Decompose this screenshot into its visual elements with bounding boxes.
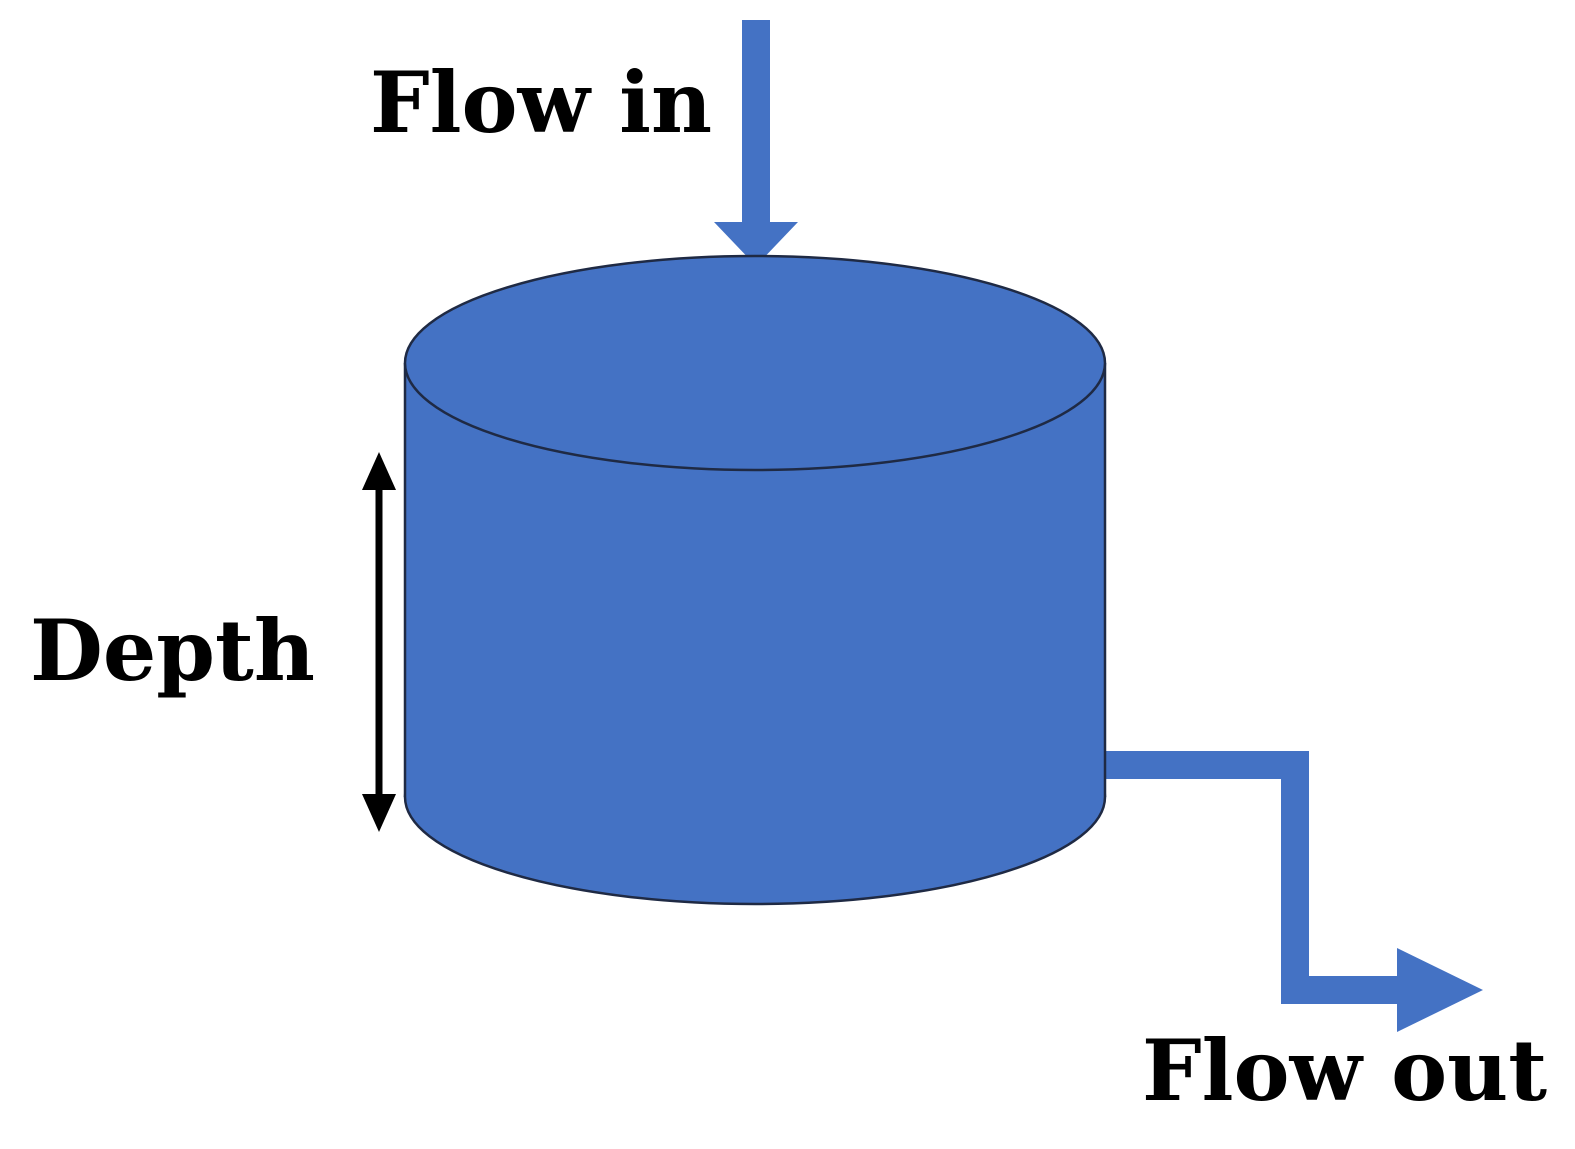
depth-arrow bbox=[362, 452, 396, 832]
inflow-arrow bbox=[714, 20, 798, 266]
depth-arrowhead-down bbox=[362, 794, 396, 832]
depth-label: Depth bbox=[30, 601, 315, 700]
flow-out-label: Flow out bbox=[1142, 1021, 1547, 1120]
depth-arrowhead-up bbox=[362, 452, 396, 490]
tank bbox=[403, 254, 1107, 906]
outflow-arrowhead bbox=[1397, 948, 1483, 1032]
outflow-pipe bbox=[1102, 751, 1405, 1004]
inflow-pipe bbox=[742, 20, 770, 225]
inflow-arrowhead bbox=[714, 222, 798, 266]
flow-in-label: Flow in bbox=[370, 53, 712, 152]
tank-top bbox=[403, 254, 1107, 472]
outflow-arrow bbox=[1102, 751, 1483, 1032]
